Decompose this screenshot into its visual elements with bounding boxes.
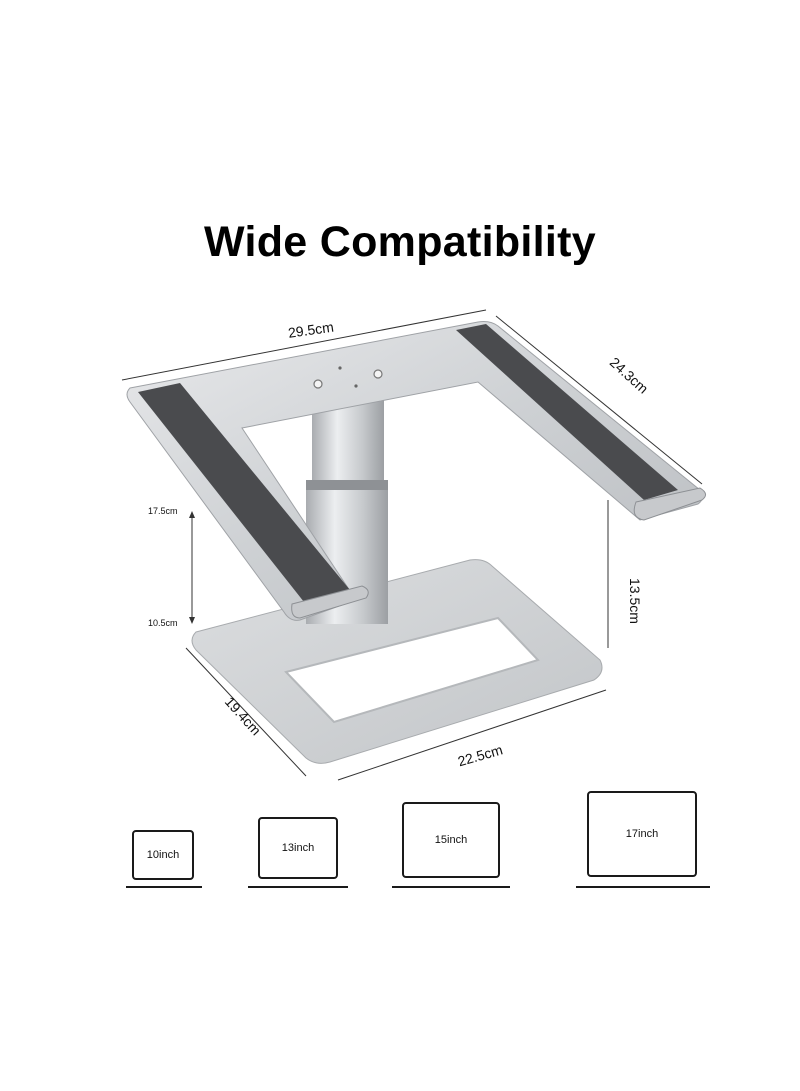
left-rubber-pad [138, 383, 369, 619]
laptop-label: 17inch [625, 828, 659, 840]
laptop-label: 15inch [434, 834, 468, 846]
dimension-depth: 24.3cm [607, 354, 652, 397]
laptop-base-line [248, 886, 348, 888]
laptop-13inch: 13inch [258, 817, 338, 879]
dimension-base-width: 22.5cm [456, 741, 505, 769]
laptop-base-line [126, 886, 202, 888]
right-rubber-pad [456, 324, 706, 521]
dimension-max-height: 17.5cm [148, 506, 178, 516]
dimension-base-height: 13.5cm [627, 578, 643, 624]
laptop-label: 13inch [281, 842, 315, 854]
laptop-base-line [576, 886, 710, 888]
dimension-top-width: 29.5cm [287, 319, 335, 341]
dimension-min-height: 10.5cm [148, 618, 178, 628]
laptop-label: 10inch [146, 849, 180, 861]
page-title: Wide Compatibility [203, 218, 597, 266]
laptop-stand-illustration: 29.5cm 24.3cm 17.5cm 10.5cm 13.5cm 19.4c… [121, 309, 706, 781]
laptop-base-line [392, 886, 510, 888]
laptop-15inch: 15inch [402, 802, 500, 878]
dimension-lines [121, 309, 703, 781]
laptop-size-comparison: 10inch 13inch 15inch 17inch [0, 780, 800, 900]
laptop-10inch: 10inch [132, 830, 194, 880]
laptop-17inch: 17inch [587, 791, 697, 877]
